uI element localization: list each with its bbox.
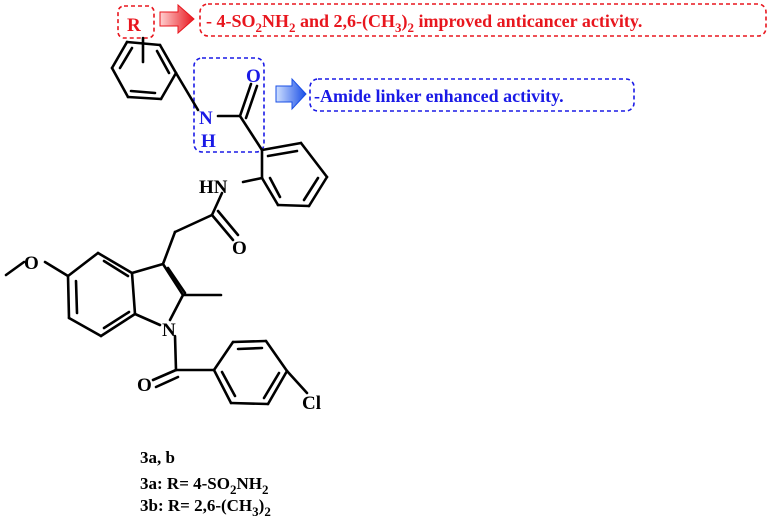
red-arrow-icon — [159, 3, 195, 35]
red-annotation-box — [199, 3, 767, 37]
caption-compound-ids: 3a, b — [140, 448, 175, 467]
carbonyl-oxygen-middle: O — [232, 238, 247, 259]
blue-arrow-icon — [275, 77, 307, 111]
amide-hydrogen: H — [201, 131, 216, 152]
blue-annotation-box — [309, 78, 635, 112]
indole-nitrogen: N — [162, 320, 176, 341]
r-group-label: R — [127, 15, 141, 36]
caption-3a: 3a: R= 4-SO2NH2 — [140, 474, 268, 497]
methoxy-oxygen: O — [24, 253, 39, 274]
anilide-hn-label: HN — [199, 177, 228, 198]
bond-network — [4, 36, 329, 406]
carbonyl-oxygen-bottom: O — [137, 375, 152, 396]
carbonyl-oxygen-top: O — [246, 66, 261, 87]
chlorine-label: Cl — [302, 393, 321, 414]
red-annotation-text: - 4-SO2NH2 and 2,6-(CH3)2 improved antic… — [206, 11, 642, 35]
amide-nitrogen: N — [199, 108, 213, 129]
r-group-highlight-box — [117, 5, 155, 39]
blue-annotation-text: -Amide linker enhanced activity. — [314, 86, 564, 106]
caption-3b: 3b: R= 2,6-(CH3)2 — [140, 496, 271, 518]
